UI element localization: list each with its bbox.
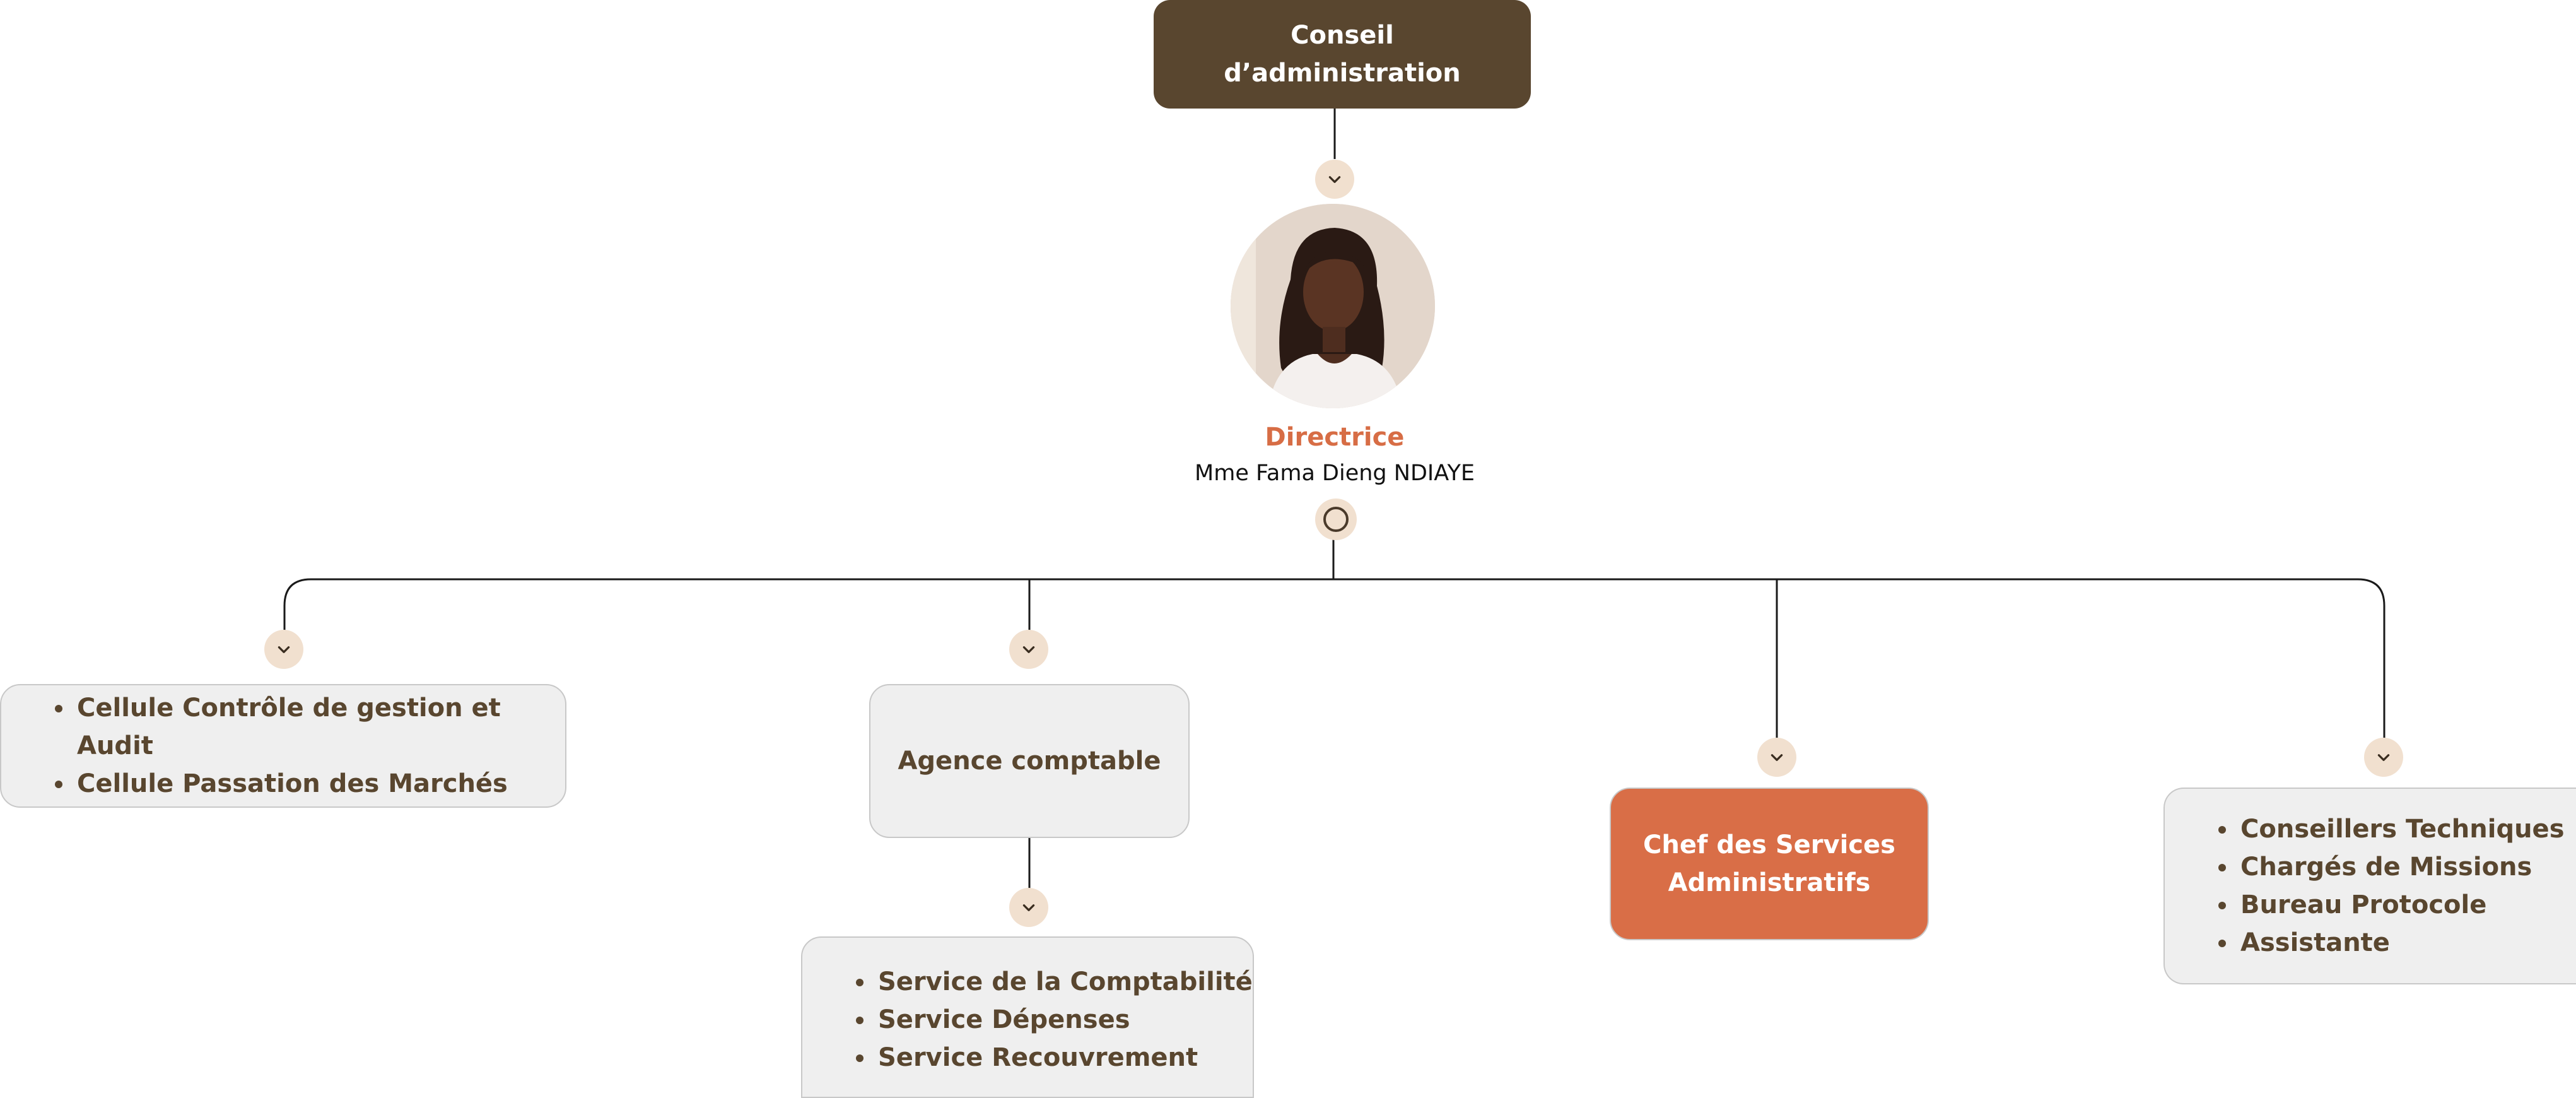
advisors-box[interactable]: Conseillers Techniques Chargés de Missio… [2163, 788, 2576, 984]
cells-list: Cellule Contrôle de gestion et Audit Cel… [1, 689, 565, 803]
list-item: Assistante [2238, 924, 2565, 962]
list-item: Service Recouvrement [875, 1039, 1253, 1077]
collapse-toggle-director[interactable] [1315, 499, 1357, 540]
agency-node[interactable]: Agence comptable [869, 684, 1190, 838]
chevron-down-icon [1022, 646, 1035, 653]
expand-toggle-agency-services[interactable] [1009, 888, 1048, 927]
list-item: Cellule Contrôle de gestion et Audit [74, 689, 565, 765]
director-name: Mme Fama Dieng NDIAYE [1195, 461, 1475, 486]
list-item: Cellule Passation des Marchés [74, 765, 565, 803]
board-node[interactable]: Conseil d’administration [1154, 0, 1531, 109]
chevron-down-icon [1771, 754, 1783, 761]
circle-icon [1323, 507, 1349, 532]
chevron-down-icon [278, 646, 290, 653]
chief-label: Chef des Services Administratifs [1643, 830, 1895, 897]
director-photo [1231, 204, 1435, 408]
expand-toggle-chief[interactable] [1757, 738, 1796, 777]
advisors-list: Conseillers Techniques Chargés de Missio… [2165, 810, 2565, 962]
portrait-photo [1231, 204, 1435, 408]
director-title: Directrice [1265, 423, 1405, 452]
agency-label: Agence comptable [898, 747, 1161, 776]
chevron-down-icon [2377, 754, 2390, 761]
agency-services-list: Service de la Comptabilité Service Dépen… [802, 963, 1253, 1077]
list-item: Service de la Comptabilité [875, 963, 1253, 1001]
list-item: Service Dépenses [875, 1001, 1253, 1039]
chief-node[interactable]: Chef des Services Administratifs [1610, 788, 1929, 940]
agency-services-box[interactable]: Service de la Comptabilité Service Dépen… [801, 936, 1254, 1098]
expand-toggle-right[interactable] [2364, 738, 2403, 777]
list-item: Chargés de Missions [2238, 848, 2565, 886]
expand-toggle-board[interactable] [1315, 160, 1354, 199]
list-item: Conseillers Techniques [2238, 810, 2565, 848]
list-item: Bureau Protocole [2238, 886, 2565, 924]
connector-horizontal-bus [283, 578, 2386, 738]
expand-toggle-agency[interactable] [1009, 630, 1048, 669]
cells-box[interactable]: Cellule Contrôle de gestion et Audit Cel… [0, 684, 566, 808]
board-label: Conseil d’administration [1224, 21, 1461, 88]
chevron-down-icon [1022, 904, 1035, 911]
expand-toggle-left[interactable] [264, 630, 303, 669]
chevron-down-icon [1328, 176, 1341, 183]
